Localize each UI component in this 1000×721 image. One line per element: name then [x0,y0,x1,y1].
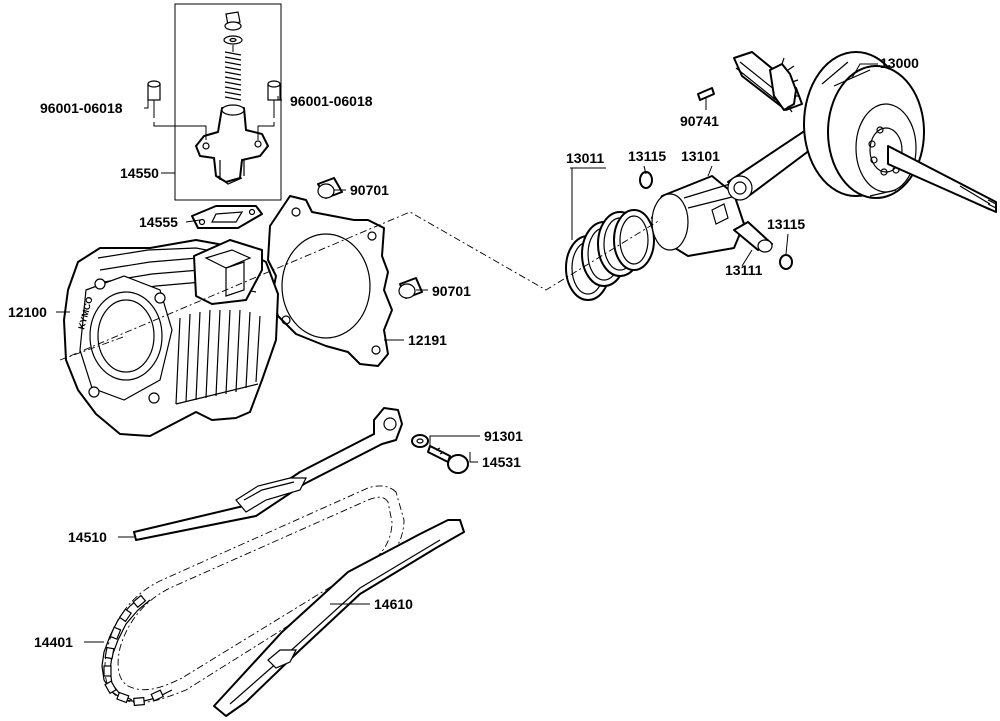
cam-chain [101,485,405,707]
clip-top [639,171,653,189]
dowel-pin-bottom [398,277,423,299]
label-clip-right: 13115 [767,216,805,232]
label-piston-pin: 13111 [725,262,763,278]
crankshaft [727,51,997,213]
label-washer: 91301 [484,428,523,444]
label-dowel-top: 90701 [350,182,389,198]
label-bolt-right: 96001-06018 [290,93,373,109]
tensioner-arm [133,407,403,541]
label-cylinder: 12100 [8,304,47,320]
label-tensioner-gasket: 14555 [139,214,178,230]
piston-rings [565,209,655,301]
cylinder [63,239,279,437]
bolt-left [147,80,207,140]
label-pivot-bolt: 14531 [482,454,521,470]
tensioner-gasket [191,205,263,229]
tensioner-spring [224,45,242,101]
washer [411,434,429,448]
dowel-pin-top [317,177,343,199]
tensioner-body [195,104,269,185]
label-key: 90741 [680,113,719,129]
bolt-right [257,80,281,140]
label-tensioner-arm: 14510 [68,529,107,545]
label-piston: 13101 [681,148,720,164]
clip-right [779,254,793,270]
chain-guide [213,519,465,717]
label-bolt-left: 96001-06018 [40,100,123,116]
label-crankshaft: 13000 [880,55,919,71]
label-piston-rings: 13011 [566,150,604,166]
center-lines [59,211,661,361]
leader-lines [56,63,878,643]
piston-pin [733,221,773,253]
pivot-bolt [427,445,469,474]
label-clip-top: 13115 [628,148,666,164]
woodruff-key [697,87,715,101]
label-cylinder-gasket: 12191 [408,332,447,348]
tensioner-bolt-top [223,11,243,45]
label-cam-chain: 14401 [34,634,73,650]
cylinder-gasket [267,195,393,367]
piston [651,175,745,257]
label-tensioner: 14550 [120,165,159,181]
label-chain-guide: 14610 [374,596,413,612]
tensioner-group-box [174,3,282,201]
label-dowel-bottom: 90701 [432,283,471,299]
